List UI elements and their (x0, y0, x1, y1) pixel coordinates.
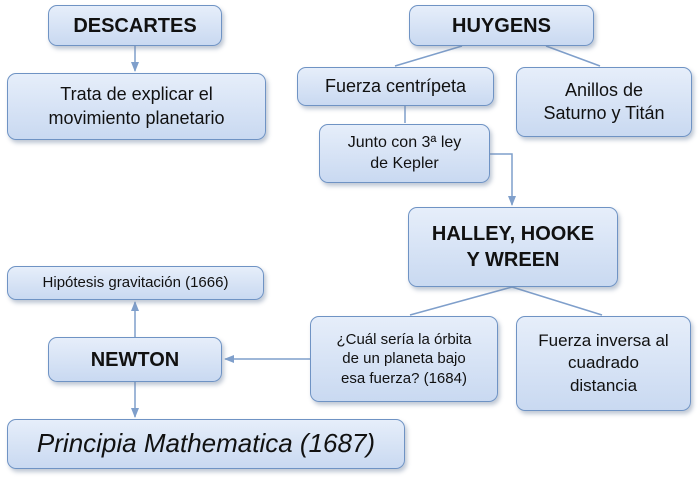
node-kepler: Junto con 3ª ley de Kepler (319, 124, 490, 183)
line-halley-to-inversa (511, 286, 603, 316)
node-orbita-label: ¿Cuál sería la órbita de un planeta bajo… (336, 330, 472, 387)
node-huygens: HUYGENS (409, 5, 594, 46)
node-halley-hooke-wreen: HALLEY, HOOKE Y WREEN (408, 207, 618, 287)
node-anillos-label: Anillos de Saturno y Titán (543, 79, 665, 123)
node-kepler-label: Junto con 3ª ley de Kepler (347, 133, 462, 172)
node-descartes-desc-label: Trata de explicar el movimiento planetar… (48, 84, 225, 128)
node-hipotesis-label: Hipótesis gravitación (1666) (42, 274, 229, 292)
node-orbita: ¿Cuál sería la órbita de un planeta bajo… (310, 316, 498, 402)
node-fuerza-centripeta-label: Fuerza centrípeta (324, 75, 467, 96)
node-huygens-label: HUYGENS (452, 14, 551, 37)
node-descartes-desc: Trata de explicar el movimiento planetar… (7, 73, 266, 140)
node-halley-hooke-wreen-label: HALLEY, HOOKE Y WREEN (431, 223, 595, 271)
node-principia-label: Principia Mathematica (1687) (36, 428, 376, 459)
node-descartes: DESCARTES (48, 5, 222, 46)
arrow-kepler-to-halley (490, 153, 516, 206)
node-newton-label: NEWTON (90, 348, 180, 371)
node-descartes-label: DESCARTES (73, 14, 197, 37)
node-newton: NEWTON (48, 337, 222, 382)
line-huygens-to-centripeta (394, 45, 463, 67)
line-halley-to-orbita (409, 286, 513, 316)
node-principia: Principia Mathematica (1687) (7, 419, 405, 469)
node-fuerza-centripeta: Fuerza centrípeta (297, 67, 494, 106)
node-fuerza-inversa: Fuerza inversa al cuadrado distancia (516, 316, 691, 411)
node-hipotesis: Hipótesis gravitación (1666) (7, 266, 264, 300)
node-anillos: Anillos de Saturno y Titán (516, 67, 692, 137)
node-fuerza-inversa-label: Fuerza inversa al cuadrado distancia (538, 331, 669, 395)
line-huygens-to-anillos (545, 45, 601, 67)
